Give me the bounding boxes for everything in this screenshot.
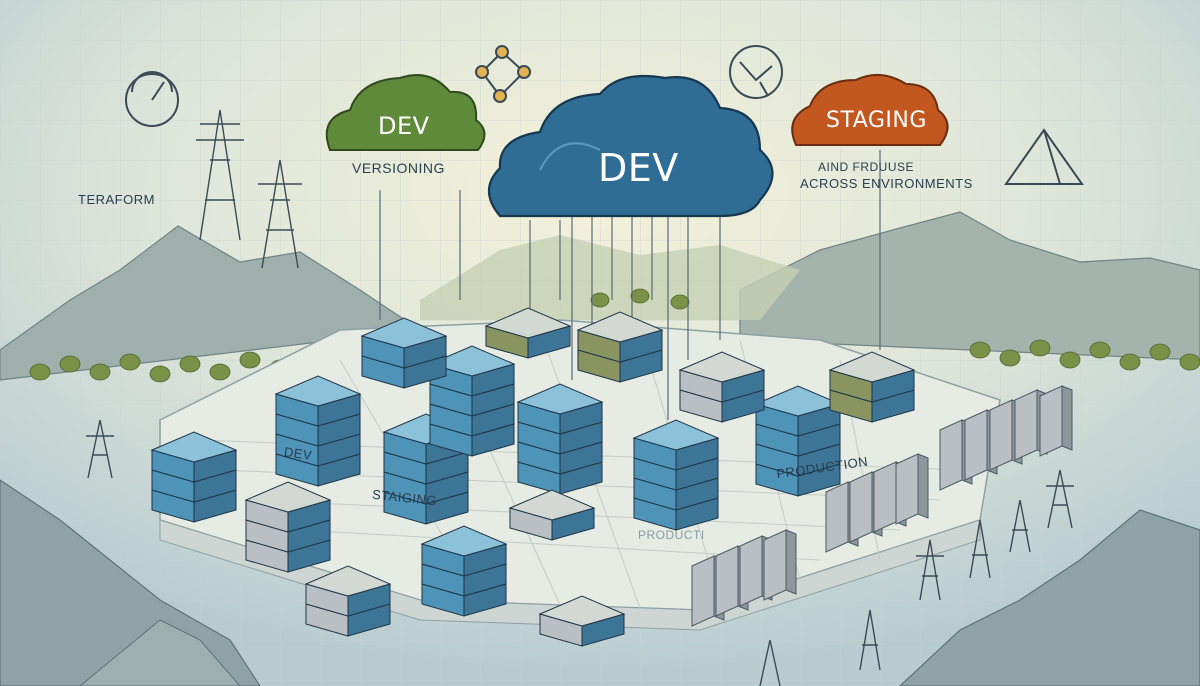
server-stack — [304, 565, 392, 637]
cloud-dev-green — [325, 74, 486, 151]
server-stack — [538, 595, 626, 647]
cloud-label-dev-blue: DEV — [598, 146, 679, 190]
server-stack — [754, 385, 842, 497]
server-rack — [895, 453, 929, 525]
gauge-icon — [125, 71, 179, 127]
cloud-label-staging: STAGING — [826, 108, 927, 133]
server-stack — [360, 317, 448, 389]
server-stack — [678, 351, 766, 423]
server-stack — [576, 311, 664, 383]
server-racks — [150, 307, 1073, 647]
circle-arrow-icon — [729, 45, 783, 99]
server-stack — [274, 375, 362, 487]
server-stack — [150, 431, 238, 523]
versioning-label: VERSIONING — [352, 160, 445, 176]
server-stack — [508, 489, 596, 541]
server-rack — [763, 529, 797, 601]
server-stack — [828, 351, 916, 423]
and-frouse-label: AIND FRDUUSE — [818, 160, 915, 174]
triangle-icon — [1004, 128, 1084, 185]
server-stack — [244, 481, 332, 573]
across-environments-label: ACROSS ENVIRONMENTS — [800, 176, 973, 191]
production-faded-label: PRODUCTI — [638, 528, 705, 542]
server-stack — [516, 383, 604, 495]
cloud-label-dev-green: DEV — [378, 112, 430, 140]
server-stack — [632, 419, 720, 531]
server-rack — [1039, 385, 1073, 457]
mountain-range — [0, 211, 1200, 381]
server-stack — [428, 345, 516, 457]
server-stack — [484, 307, 572, 359]
server-stack — [420, 525, 508, 617]
network-nodes-icon — [475, 45, 531, 103]
terraform-label: TERAFORM — [78, 192, 155, 207]
power-tower-icon — [86, 109, 1074, 686]
cloud-dev-blue — [487, 74, 774, 218]
cloud-staging-orange — [791, 73, 949, 146]
foreground-mountains — [0, 479, 1200, 686]
